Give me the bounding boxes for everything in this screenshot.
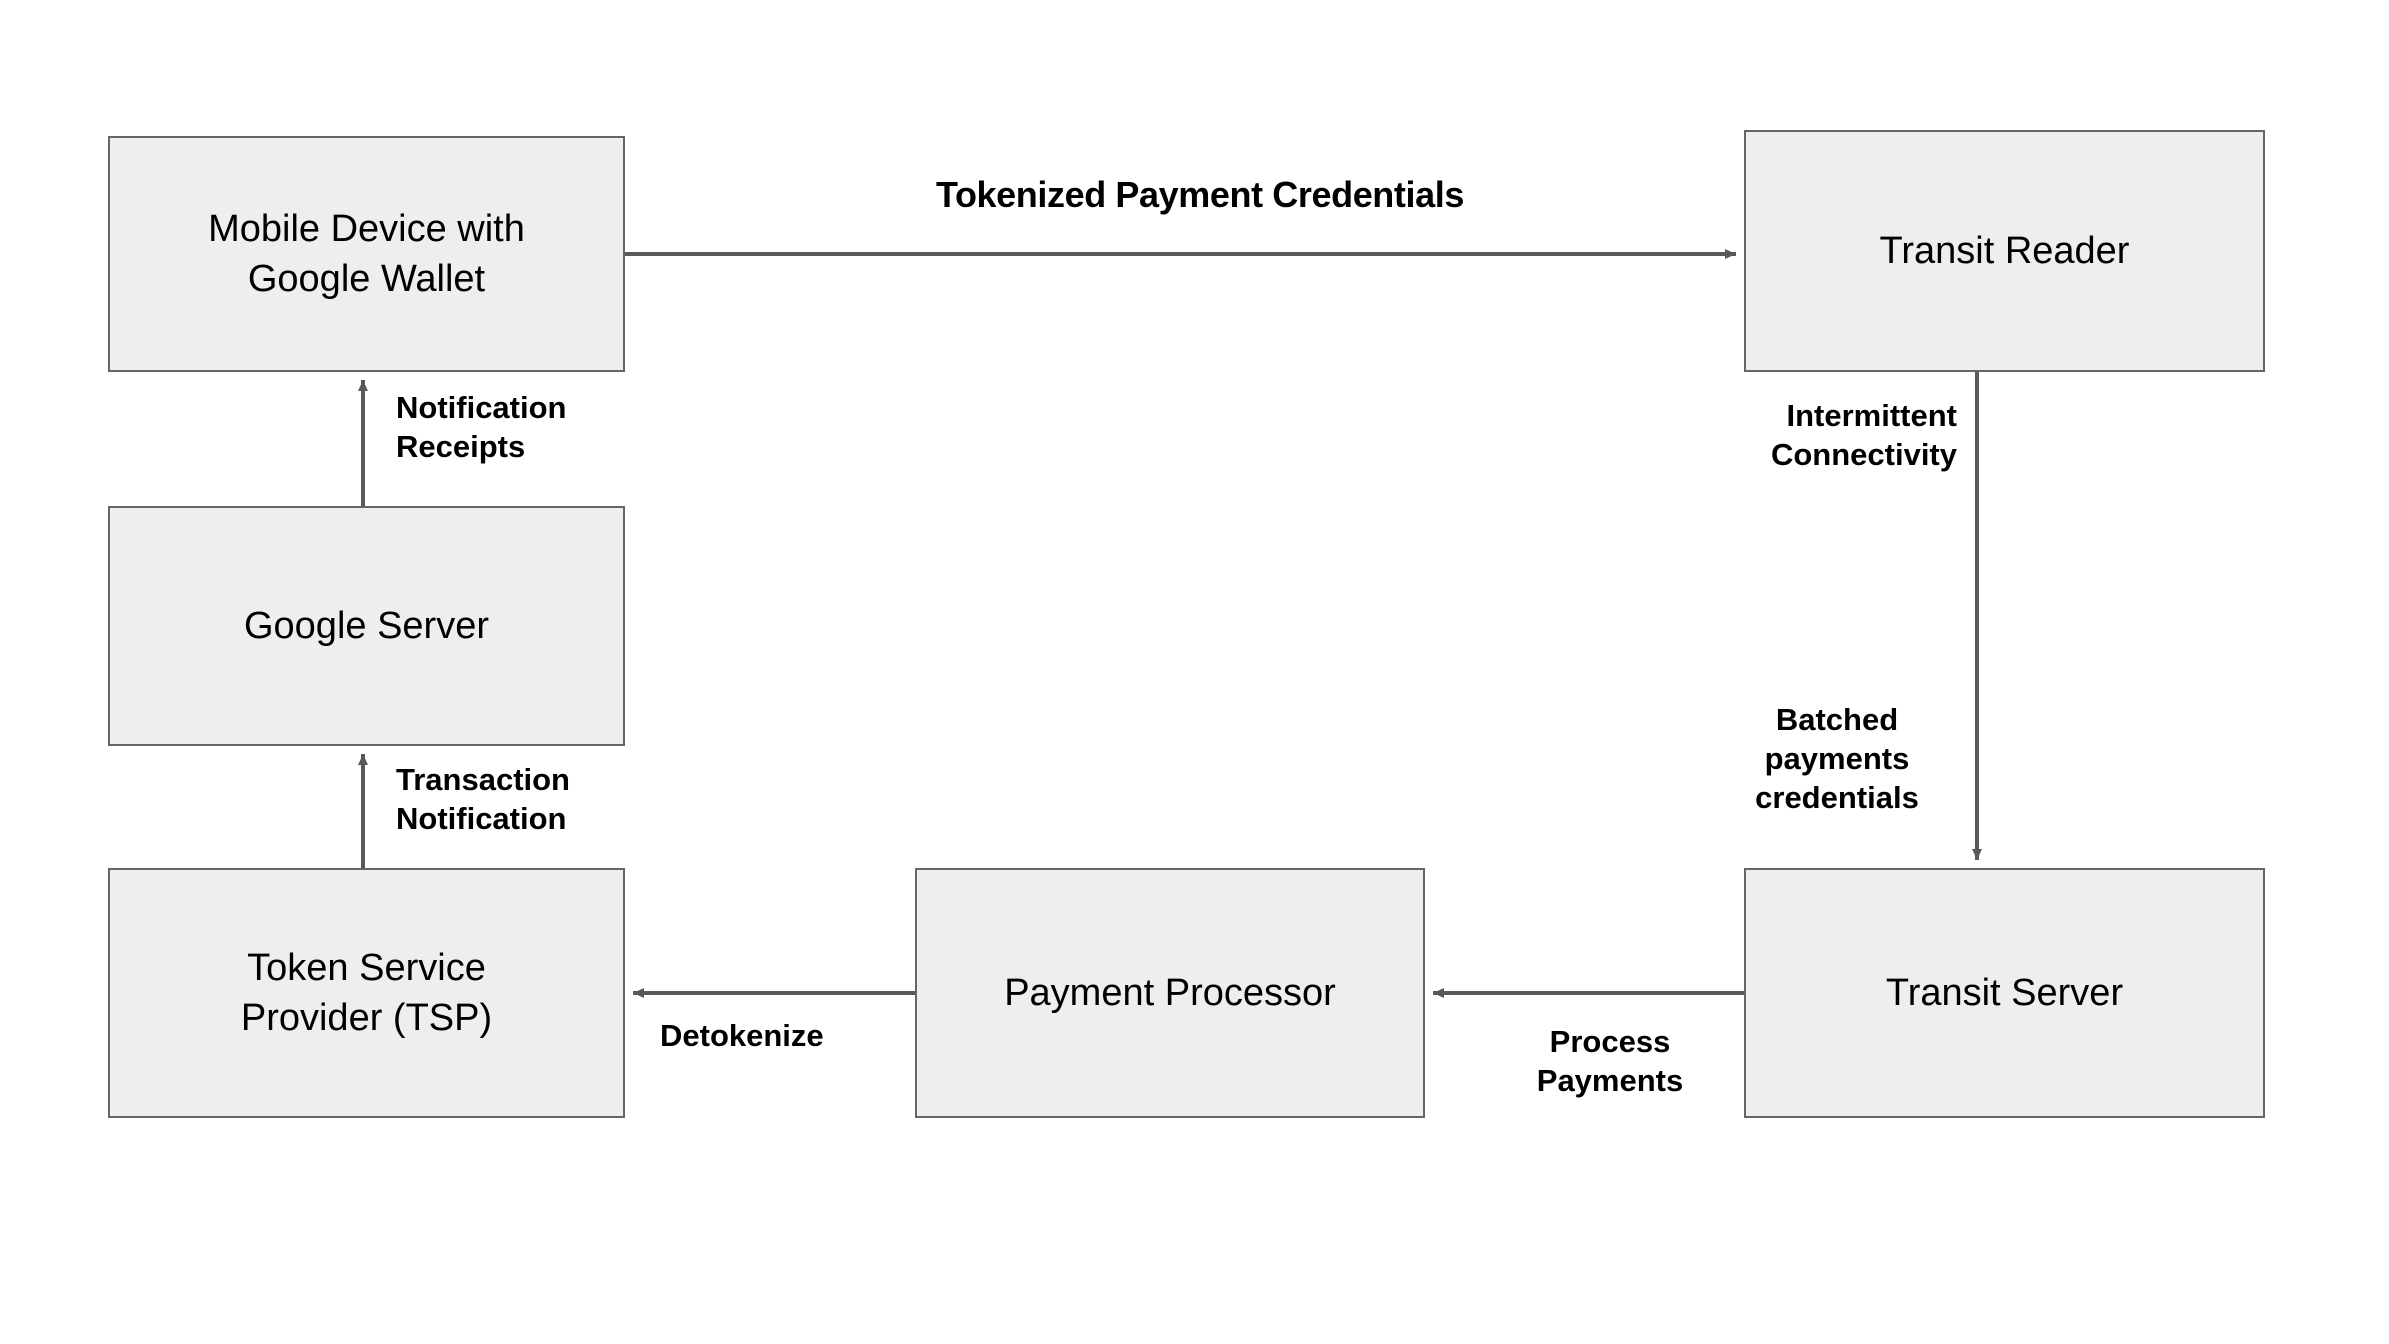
node-mobile-device[interactable]: Mobile Device with Google Wallet [108,136,625,372]
edge-label-notification-receipts: Notification Receipts [396,390,567,465]
node-transit-reader[interactable]: Transit Reader [1744,130,2265,372]
node-payment-processor[interactable]: Payment Processor [915,868,1425,1118]
edge-label-intermittent-connectivity: Intermittent Connectivity [1770,398,1957,473]
node-transit-server[interactable]: Transit Server [1744,868,2265,1118]
node-transit-server-label: Transit Server [1885,971,2124,1014]
node-google-server-label: Google Server [243,604,489,647]
node-token-service-provider[interactable]: Token Service Provider (TSP) [108,868,625,1118]
node-google-server[interactable]: Google Server [108,506,625,746]
edge-label-batched-payments-credentials: Batched payments credentials [1755,702,1919,816]
node-token-service-provider-label: Token Service Provider (TSP) [240,946,493,1039]
node-transit-reader-label: Transit Reader [1879,229,2130,272]
edge-label-tokenized-payment-credentials: Tokenized Payment Credentials [936,174,1464,215]
edge-label-detokenize: Detokenize [660,1018,824,1053]
edge-label-transaction-notification: Transaction Notification [396,762,570,837]
node-payment-processor-label: Payment Processor [1004,971,1336,1014]
node-mobile-device-label: Mobile Device with Google Wallet [208,207,525,300]
edge-label-process-payments: Process Payments [1536,1024,1684,1099]
